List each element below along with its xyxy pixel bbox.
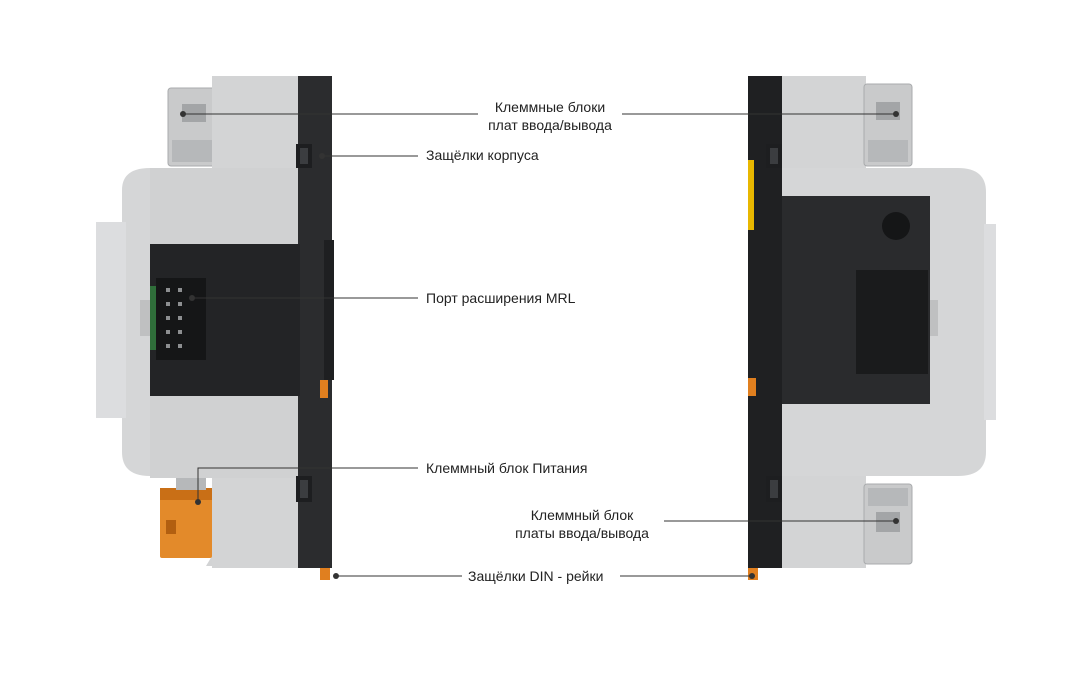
leader-lines	[183, 113, 896, 577]
leader-power-terminal	[197, 467, 418, 502]
right-round-feature	[882, 212, 910, 240]
left-din-latch	[320, 568, 330, 580]
left-power-terminal-block	[160, 488, 212, 558]
callout-io-terminal-bottom: Клеммный блок платы ввода/вывода	[504, 506, 660, 542]
callout-case-latches: Защёлки корпуса	[426, 147, 539, 163]
right-device-side-view	[748, 76, 996, 580]
callout-io-terminals-top: Клеммные блоки плат ввода/вывода	[470, 98, 630, 134]
callout-io-terminals-top-line2: плат ввода/вывода	[488, 117, 612, 133]
leader-dots	[180, 111, 899, 579]
callout-power-terminal: Клеммный блок Питания	[426, 460, 588, 476]
callout-io-terminals-top-line1: Клеммные блоки	[494, 99, 606, 115]
callout-din-latches: Защёлки DIN - рейки	[468, 568, 604, 584]
left-device-side-view	[96, 76, 334, 580]
callout-io-terminal-bottom-line1: Клеммный блок	[530, 507, 634, 523]
callout-io-terminal-bottom-line2: платы ввода/вывода	[515, 525, 649, 541]
callout-mrl-port: Порт расширения MRL	[426, 290, 576, 306]
